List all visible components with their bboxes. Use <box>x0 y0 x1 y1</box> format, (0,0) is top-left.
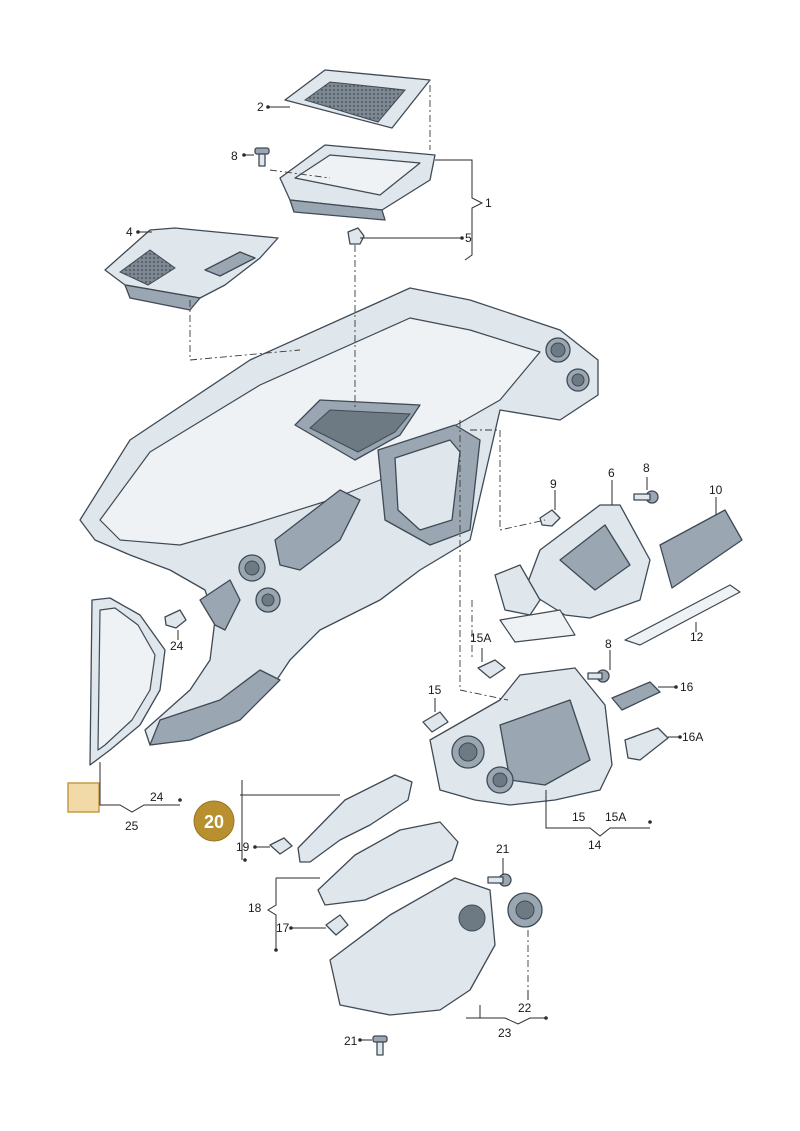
label-5: 5 <box>465 231 472 245</box>
air-vent-right-lower <box>566 368 590 392</box>
label-16: 16 <box>680 680 694 694</box>
highlight-badge: 20 <box>193 800 235 842</box>
dashboard-main-body <box>79 287 599 746</box>
label-16A: 16A <box>682 730 703 744</box>
label-12: 12 <box>690 630 704 644</box>
label-24-lower: 24 <box>150 790 164 804</box>
trim-upper-19 <box>297 774 413 863</box>
label-14: 14 <box>588 838 602 852</box>
trim-strip-12 <box>624 584 741 646</box>
label-10: 10 <box>709 483 723 497</box>
label-8-console: 8 <box>605 637 612 651</box>
screw-8-top <box>254 147 270 167</box>
screw-8-console <box>587 669 610 683</box>
label-18: 18 <box>248 901 262 915</box>
steering-column-trim-upper <box>317 821 459 906</box>
air-vent-left-lower <box>255 587 281 613</box>
storage-tray-lid <box>284 69 431 129</box>
clip-24 <box>164 609 187 629</box>
label-8-right: 8 <box>643 461 650 475</box>
screw-21-upper <box>487 873 512 887</box>
storage-tray-frame <box>279 144 436 221</box>
steering-column-trim-lower <box>329 877 496 1016</box>
ignition-ring-22 <box>507 892 543 928</box>
trim-panel-4 <box>104 227 279 311</box>
air-vent-left-upper <box>238 554 266 582</box>
part-labels: 2 8 1 4 5 9 6 8 10 12 24 15A 8 15 16 16A… <box>125 100 723 1048</box>
assembly-lines <box>189 85 546 990</box>
label-25: 25 <box>125 819 139 833</box>
label-8-top: 8 <box>231 149 238 163</box>
label-4: 4 <box>126 225 133 239</box>
label-15A-upper: 15A <box>470 631 491 645</box>
highlight-swatch <box>67 782 100 813</box>
label-15-upper: 15 <box>428 683 442 697</box>
label-2: 2 <box>257 100 264 114</box>
label-6: 6 <box>608 466 615 480</box>
label-24-upper: 24 <box>170 639 184 653</box>
label-21-lower: 21 <box>344 1034 358 1048</box>
clip-17 <box>325 914 349 936</box>
leader-dots <box>136 105 682 1042</box>
side-end-cover <box>89 597 166 766</box>
radio-bracket-6 <box>494 504 651 643</box>
screw-8-right <box>633 490 659 504</box>
label-21-upper: 21 <box>496 842 510 856</box>
label-19: 19 <box>236 840 250 854</box>
label-23: 23 <box>498 1026 512 1040</box>
label-15-lower: 15 <box>572 810 586 824</box>
center-console-frame <box>429 667 613 806</box>
label-1: 1 <box>485 196 492 210</box>
switch-16 <box>611 681 661 711</box>
label-9: 9 <box>550 477 557 491</box>
clip-9 <box>539 509 561 527</box>
badge-number: 20 <box>204 812 224 832</box>
screw-21-lower <box>372 1035 388 1056</box>
blanking-cover-10 <box>659 509 743 589</box>
label-15A-lower: 15A <box>605 810 626 824</box>
clip-19 <box>269 837 293 855</box>
clip-15 <box>422 711 449 733</box>
label-17: 17 <box>276 921 290 935</box>
switch-16A <box>624 727 669 761</box>
leader-lines <box>99 106 717 1041</box>
clip-15A <box>477 659 506 679</box>
clip-5 <box>347 227 365 245</box>
air-vent-right-upper <box>545 337 571 363</box>
label-22: 22 <box>518 1001 532 1015</box>
